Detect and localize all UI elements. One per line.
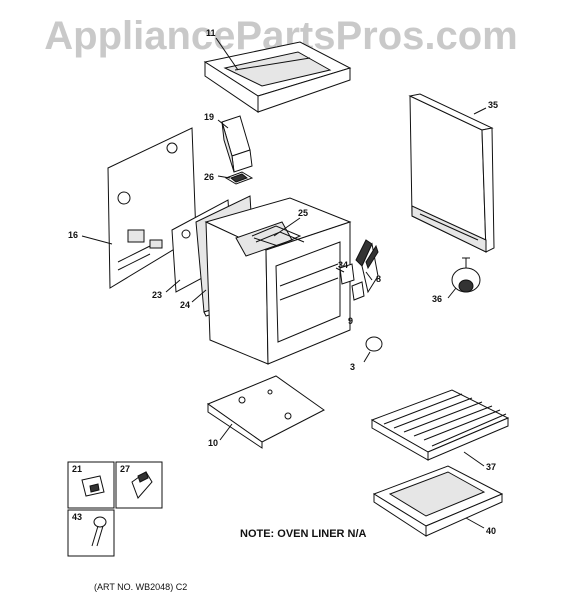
callout-36: 36	[432, 294, 442, 304]
part-35-door-panel[interactable]	[408, 93, 495, 253]
leader-lines	[81, 37, 487, 529]
part-3-plug-button[interactable]	[365, 336, 383, 352]
callout-10: 10	[208, 438, 218, 448]
art-number: (ART NO. WB2048) C2	[94, 582, 188, 592]
callout-27: 27	[120, 464, 130, 474]
part-34-hinge-receiver[interactable]	[339, 263, 355, 285]
callout-35: 35	[488, 100, 498, 110]
oven-body-frame	[204, 197, 352, 365]
callout-19: 19	[204, 112, 214, 122]
callout-43: 43	[72, 512, 82, 522]
callout-25: 25	[298, 208, 308, 218]
callout-24: 24	[180, 300, 190, 310]
callout-34: 34	[338, 260, 348, 270]
part-10-bottom-panel[interactable]	[206, 375, 325, 449]
callout-11: 11	[206, 28, 216, 38]
part-19-vent-duct[interactable]	[221, 115, 253, 173]
callout-23: 23	[152, 290, 162, 300]
part-11-top-panel[interactable]	[203, 41, 352, 113]
callout-40: 40	[486, 526, 496, 536]
small-part-box-21[interactable]	[67, 461, 115, 509]
callout-37: 37	[486, 462, 496, 472]
oven-liner-note: NOTE: OVEN LINER N/A	[240, 528, 367, 540]
part-40-broiler-pan[interactable]	[372, 465, 504, 537]
part-36-bushing[interactable]	[451, 257, 481, 293]
part-37-oven-rack[interactable]	[370, 389, 510, 461]
callout-26: 26	[204, 172, 214, 182]
small-part-box-43[interactable]	[67, 509, 115, 557]
callout-8: 8	[376, 274, 381, 284]
callout-labels: 11 19 26 25 35 16 23 24 34 8 9 36 3 10 2…	[68, 28, 498, 536]
part-8-hinges[interactable]	[351, 239, 379, 301]
callout-16: 16	[68, 230, 78, 240]
small-part-box-27[interactable]	[115, 461, 163, 509]
callout-21: 21	[72, 464, 82, 474]
part-26-gasket[interactable]	[224, 171, 254, 185]
callout-9: 9	[348, 316, 353, 326]
callout-3: 3	[350, 362, 355, 372]
